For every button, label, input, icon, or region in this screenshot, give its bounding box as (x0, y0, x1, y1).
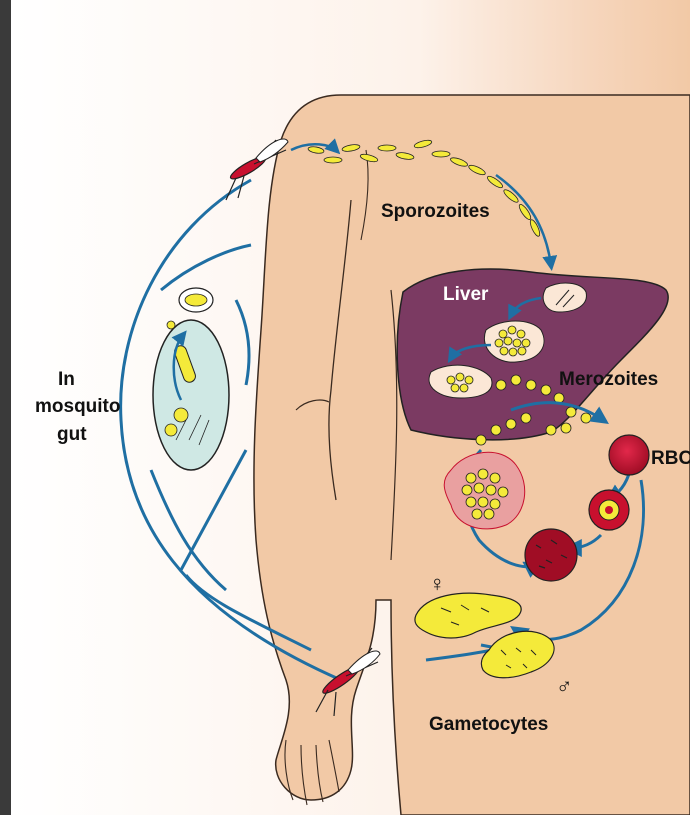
label-gametocytes: Gametocytes (429, 714, 548, 735)
rbc-healthy (609, 435, 649, 475)
label-mosquito-gut-line3: gut (57, 424, 87, 445)
male-symbol: ♂ (556, 673, 573, 698)
label-mosquito-gut-line1: In (58, 369, 75, 390)
female-symbol: ♀ (429, 571, 446, 596)
label-sporozoites: Sporozoites (381, 201, 490, 222)
rbc-ring-stage (589, 490, 629, 530)
diagram-frame: Sporozoites Liver Merozoites RBC Gametoc… (11, 0, 690, 815)
label-rbc: RBC (651, 448, 690, 469)
label-merozoites: Merozoites (559, 369, 658, 390)
label-mosquito-gut-line2: mosquito (35, 396, 121, 417)
diagram-canvas: Sporozoites Liver Merozoites RBC Gametoc… (11, 0, 690, 815)
label-liver: Liver (443, 284, 489, 305)
rbc-trophozoite (525, 529, 577, 581)
